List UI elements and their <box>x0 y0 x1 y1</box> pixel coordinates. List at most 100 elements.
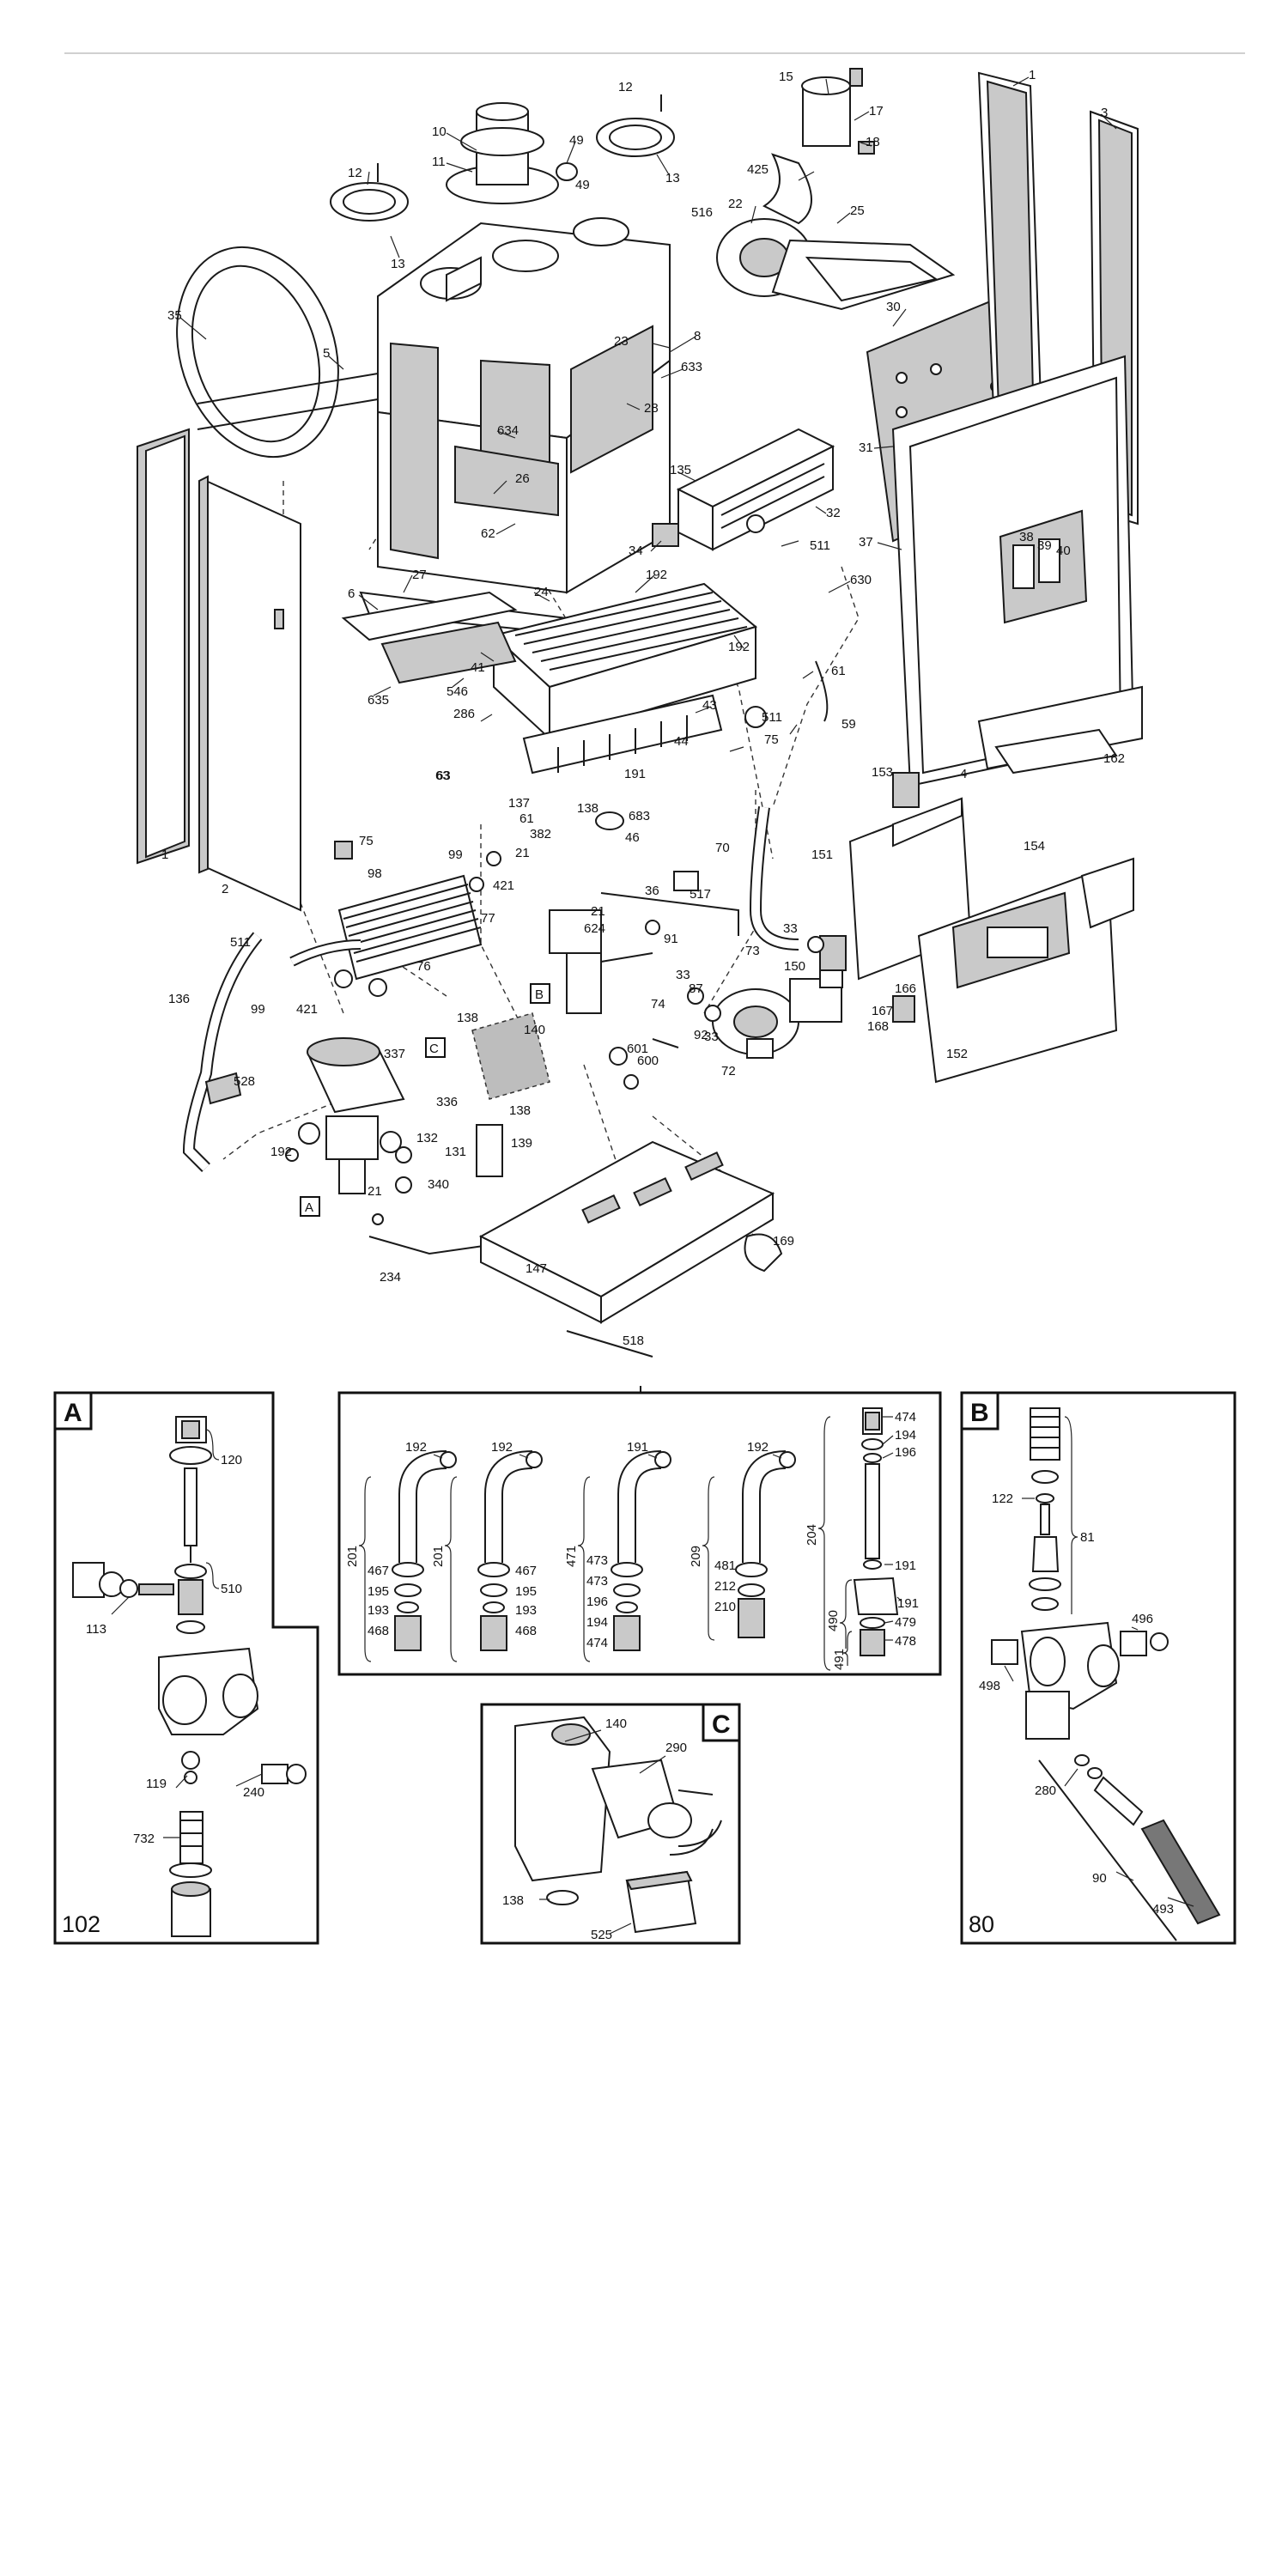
part-label: 152 <box>946 1047 968 1061</box>
part-label: 491 <box>832 1649 847 1670</box>
part-label: 33 <box>676 968 690 982</box>
part-label: 91 <box>664 932 678 946</box>
part-label: 15 <box>779 70 793 84</box>
part-label: 38 <box>1019 530 1034 544</box>
part-label: 193 <box>368 1603 389 1618</box>
part-label: 493 <box>1152 1902 1174 1917</box>
part-label: 421 <box>493 878 514 893</box>
part-label: 516 <box>691 205 713 220</box>
part-label: 113 <box>86 1622 106 1637</box>
part-label: 1 <box>161 848 168 862</box>
part-label: 234 <box>380 1270 401 1285</box>
part-label: 61 <box>831 664 846 678</box>
svg-text:A: A <box>305 1200 313 1215</box>
part-label: 11 <box>432 155 446 169</box>
part-label: 192 <box>747 1440 769 1455</box>
part-label: 192 <box>405 1440 427 1455</box>
part-label: 21 <box>591 904 605 919</box>
part-label: 87 <box>689 981 703 996</box>
panel-letter: B <box>970 1399 989 1427</box>
part-label: 479 <box>895 1615 916 1630</box>
part-label: 43 <box>702 698 717 713</box>
diverter-valve <box>298 1037 405 1194</box>
part-label: 732 <box>133 1832 155 1846</box>
part-label: 154 <box>1024 839 1045 854</box>
part-label: 72 <box>721 1064 736 1078</box>
part-label: 13 <box>391 257 405 271</box>
part-label: 478 <box>895 1634 916 1649</box>
part-label: 473 <box>586 1574 608 1589</box>
part-label: 31 <box>859 440 873 455</box>
part-label: 40 <box>1056 544 1071 558</box>
part-label: 99 <box>448 848 463 862</box>
part-label: 59 <box>841 717 856 732</box>
part-label: 35 <box>167 308 182 323</box>
part-label: 195 <box>368 1584 389 1599</box>
part-label: 10 <box>432 125 447 139</box>
part-label: 192 <box>646 568 667 582</box>
part-label: 167 <box>872 1004 893 1018</box>
part-label: 150 <box>784 959 805 974</box>
part-label: 201 <box>431 1546 446 1567</box>
part-label: 468 <box>515 1624 537 1638</box>
part-label: 498 <box>979 1679 1000 1693</box>
plate-heat-exchanger <box>334 874 483 997</box>
part-label: 511 <box>810 538 830 553</box>
part-label: 168 <box>867 1019 889 1034</box>
part-label: 624 <box>584 921 605 936</box>
part-label: 138 <box>509 1103 531 1118</box>
part-label: 192 <box>270 1145 292 1159</box>
chassis-base <box>478 1140 783 1358</box>
part-label: 191 <box>627 1440 648 1455</box>
part-label: 683 <box>629 809 650 823</box>
part-label: 194 <box>895 1428 916 1443</box>
part-label: 21 <box>368 1184 382 1199</box>
part-label: 382 <box>530 827 551 841</box>
part-label: 195 <box>515 1584 537 1599</box>
part-label: 467 <box>368 1564 389 1578</box>
part-label: 33 <box>704 1030 719 1044</box>
part-label: 90 <box>1092 1871 1107 1886</box>
svg-text:B: B <box>535 987 544 1002</box>
part-label: 471 <box>564 1546 579 1567</box>
part-label: 138 <box>577 801 598 816</box>
part-label: 467 <box>515 1564 537 1578</box>
part-label: 425 <box>747 162 769 177</box>
part-label: 30 <box>886 300 901 314</box>
part-label: 61 <box>519 811 534 826</box>
part-label: 136 <box>168 992 190 1006</box>
part-label: 6 <box>348 586 355 601</box>
burner-assembly <box>341 582 758 775</box>
part-label: 24 <box>534 585 549 599</box>
part-label: 32 <box>826 506 841 520</box>
part-label: 630 <box>850 573 872 587</box>
part-label: 474 <box>586 1636 608 1650</box>
part-label: 23 <box>614 334 629 349</box>
callout-a: A <box>300 1196 320 1217</box>
part-label: 196 <box>895 1445 916 1460</box>
part-label: 191 <box>897 1596 919 1611</box>
flue-spigots <box>330 94 675 222</box>
part-label: 634 <box>497 423 519 438</box>
part-label: 44 <box>674 734 689 749</box>
part-label: 39 <box>1037 538 1052 553</box>
combustion-chamber <box>359 217 671 637</box>
panel-a: A 102 <box>53 1391 319 1945</box>
part-label: 37 <box>859 535 873 550</box>
part-label: 601 <box>627 1042 648 1056</box>
part-label: 26 <box>515 471 530 486</box>
part-label: 8 <box>694 329 701 343</box>
part-label: 33 <box>783 921 798 936</box>
part-label: 41 <box>471 660 485 675</box>
part-label: 192 <box>728 640 750 654</box>
part-label: 194 <box>586 1615 608 1630</box>
part-label: 75 <box>359 834 374 848</box>
part-label: 140 <box>605 1716 627 1731</box>
part-label: 481 <box>714 1558 736 1573</box>
part-label: 131 <box>445 1145 466 1159</box>
part-label: 210 <box>714 1600 736 1614</box>
part-label: 49 <box>575 178 590 192</box>
part-label: 75 <box>764 732 779 747</box>
panel-letter: C <box>712 1710 731 1739</box>
part-label: 147 <box>526 1261 547 1276</box>
